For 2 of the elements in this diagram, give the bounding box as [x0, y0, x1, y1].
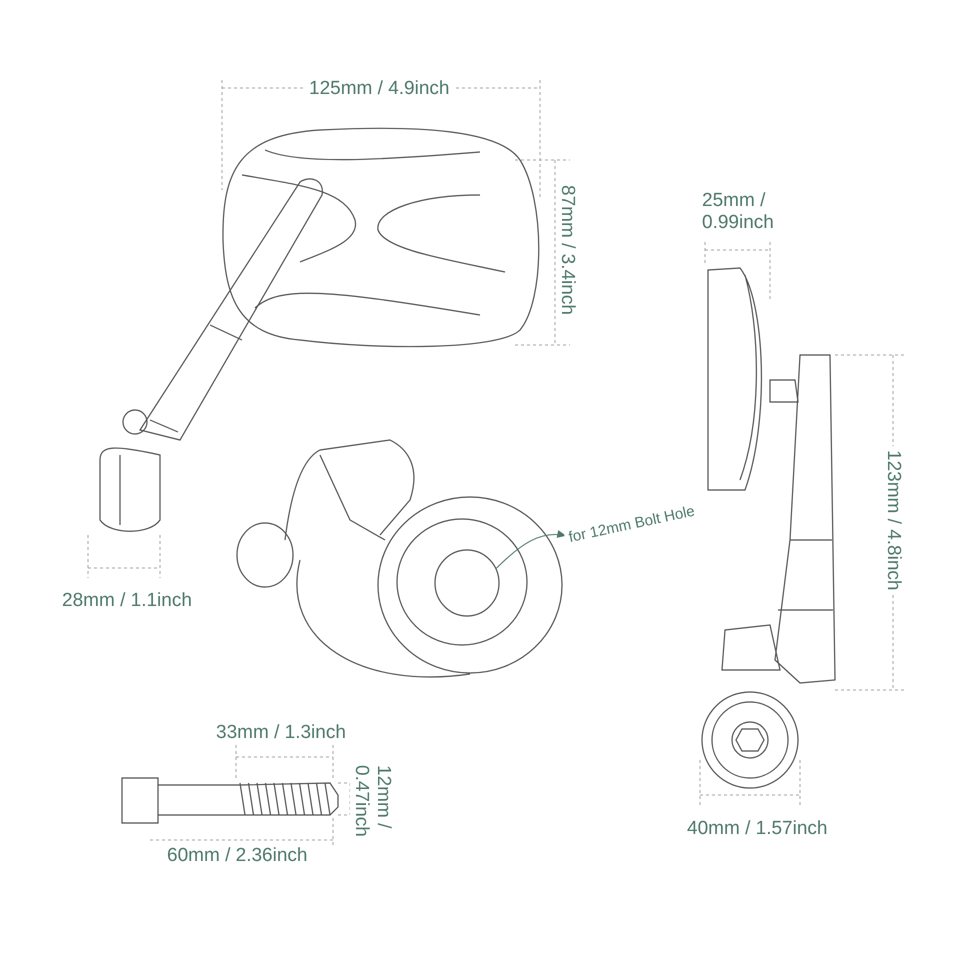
bolt-hole	[434, 549, 500, 617]
leader-line	[495, 530, 566, 570]
